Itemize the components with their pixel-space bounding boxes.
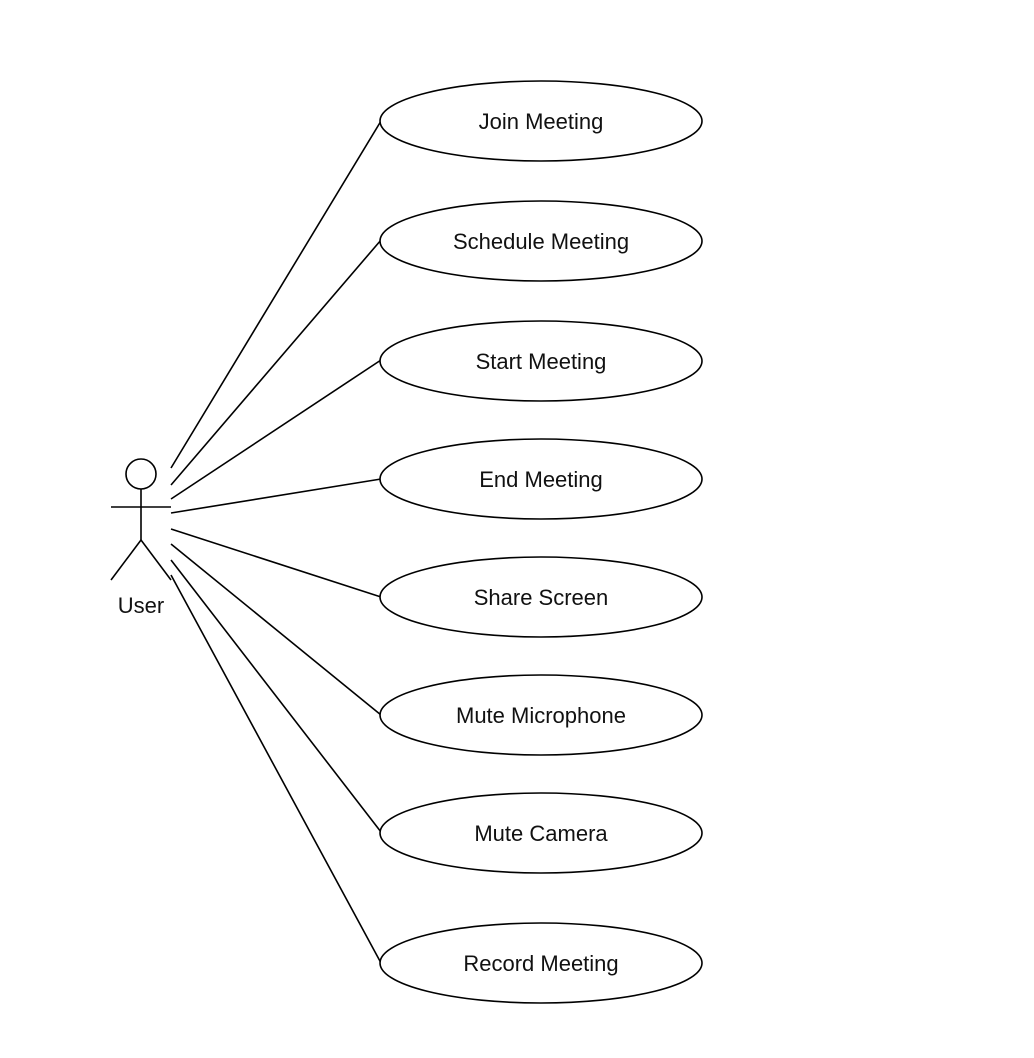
use-case-label: Record Meeting — [463, 951, 618, 976]
use-case-share-screen[interactable]: Share Screen — [379, 556, 703, 638]
use-case-mute-microphone[interactable]: Mute Microphone — [379, 674, 703, 756]
use-case-ellipse — [379, 674, 703, 756]
association-join-meeting — [170, 120, 382, 469]
use-case-label: Start Meeting — [476, 349, 607, 374]
association-schedule-meeting — [170, 239, 382, 486]
use-case-ellipse — [379, 922, 703, 1004]
associations — [170, 120, 382, 964]
association-share-screen — [170, 528, 382, 598]
use-case-label: End Meeting — [479, 467, 603, 492]
use-case-ellipse — [379, 792, 703, 874]
use-case-mute-camera[interactable]: Mute Camera — [379, 792, 703, 874]
actor-left-leg — [110, 539, 142, 581]
use-case-start-meeting[interactable]: Start Meeting — [379, 320, 703, 402]
use-case-label: Schedule Meeting — [453, 229, 629, 254]
use-case-ellipse — [379, 556, 703, 638]
use-case-ellipse — [379, 80, 703, 162]
actor-right-leg — [140, 539, 172, 581]
association-mute-camera — [170, 559, 382, 833]
actor-user[interactable]: User — [110, 458, 172, 618]
use-case-join-meeting[interactable]: Join Meeting — [379, 80, 703, 162]
association-start-meeting — [170, 359, 382, 500]
use-case-label: Share Screen — [474, 585, 609, 610]
use-case-ellipse — [379, 200, 703, 282]
association-end-meeting — [170, 478, 382, 514]
use-case-ellipse — [379, 320, 703, 402]
use-case-end-meeting[interactable]: End Meeting — [379, 438, 703, 520]
use-case-schedule-meeting[interactable]: Schedule Meeting — [379, 200, 703, 282]
use-case-label: Join Meeting — [479, 109, 604, 134]
use-case-label: Mute Microphone — [456, 703, 626, 728]
use-case-label: Mute Camera — [474, 821, 608, 846]
actor-head — [125, 458, 157, 490]
association-record-meeting — [170, 574, 382, 964]
association-mute-microphone — [170, 543, 382, 716]
actor-label: User — [118, 593, 164, 618]
use-case-ellipse — [379, 438, 703, 520]
use-case-record-meeting[interactable]: Record Meeting — [379, 922, 703, 1004]
